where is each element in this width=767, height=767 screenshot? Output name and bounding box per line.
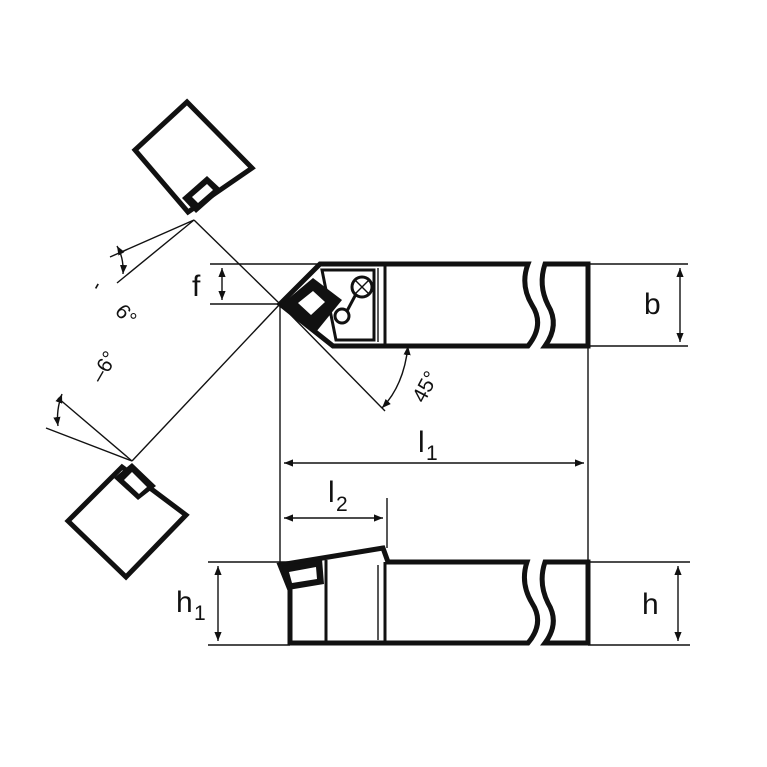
- clamp-screw-cross-2: [354, 279, 370, 295]
- label-angle-lower: –6°: [86, 347, 122, 386]
- side-insert-inner: [289, 567, 317, 583]
- section-view-lower: [64, 463, 190, 581]
- top-view: [276, 261, 591, 349]
- label-l2: l: [328, 476, 335, 509]
- top-clamp-pocket: [320, 268, 376, 342]
- side-view: [276, 545, 591, 646]
- label-angle-upper: 6°: [110, 300, 141, 330]
- section-view-upper: [131, 98, 256, 216]
- label-l2-subscript: 2: [336, 493, 348, 516]
- label-l1-subscript: 1: [426, 442, 438, 465]
- label-f: f: [192, 270, 201, 303]
- top-shank-end: [539, 261, 591, 349]
- label-h1: h: [176, 586, 193, 619]
- clamp-lever-link: [345, 293, 358, 312]
- upper-section-insert-inner: [192, 184, 213, 203]
- side-shank-end: [539, 559, 591, 646]
- label-angle-45: 45°: [408, 368, 443, 407]
- label-l1: l: [418, 426, 425, 459]
- dimension-lines: [45, 219, 690, 646]
- top-break-line: [523, 263, 540, 347]
- top-insert-highlight: [298, 291, 325, 315]
- clamp-screw-icon: [350, 275, 374, 299]
- label-h1-subscript: 1: [194, 602, 206, 625]
- side-shank-outline: [276, 545, 541, 646]
- label-h: h: [642, 588, 659, 621]
- upper-section-outline: [131, 98, 256, 216]
- clamp-lever-icon: [333, 307, 351, 325]
- lower-section-insert-inner: [124, 472, 147, 494]
- label-b: b: [644, 288, 661, 321]
- label-angle-upper-sign: -: [84, 277, 107, 295]
- lower-section-outline: [64, 463, 190, 581]
